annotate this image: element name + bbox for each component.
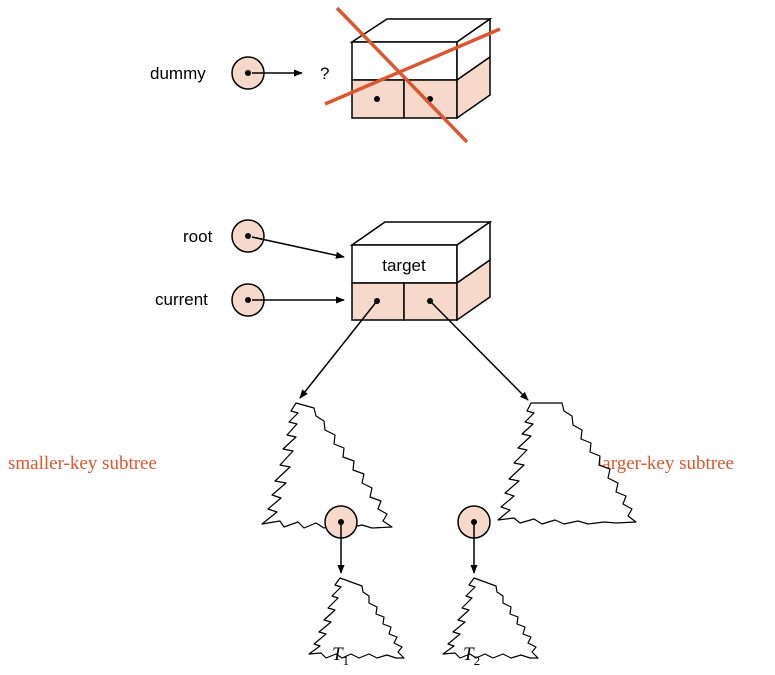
dummy-pointer-dot	[245, 70, 251, 76]
smaller-key-subtree-label: smaller-key subtree	[8, 453, 157, 474]
target-node-key-cell	[351, 244, 458, 284]
dummy-label: dummy	[150, 64, 206, 83]
t2-subtree-shape	[442, 577, 539, 659]
root-pointer-dot	[245, 233, 251, 239]
cross-out-line-2	[324, 27, 501, 106]
t1-subtree-shape	[308, 577, 405, 659]
root-arrow	[251, 236, 345, 259]
current-pointer-dot	[245, 297, 251, 303]
cross-out-line-1	[335, 6, 469, 144]
dummy-node-box	[324, 6, 501, 144]
target-label: target	[382, 256, 426, 275]
smaller-key-subtree-shape	[261, 402, 393, 529]
left-child-arrow	[299, 300, 378, 399]
larger-key-subtree-shape	[497, 402, 637, 525]
t1-label: T1	[332, 644, 349, 668]
target-node-side-lower	[456, 258, 491, 322]
current-pointer-group: current	[155, 283, 345, 317]
dummy-node-key-cell	[351, 41, 458, 81]
target-node-box: target	[299, 220, 529, 401]
dummy-node-side-lower	[456, 55, 491, 120]
root-pointer-group: root	[183, 219, 345, 259]
root-label: root	[183, 227, 213, 246]
dummy-left-dot	[374, 96, 380, 102]
target-node-left-cell	[351, 282, 405, 321]
t2-label: T2	[463, 644, 480, 668]
right-subtree-pointer-dot	[471, 519, 477, 525]
question-mark: ?	[320, 64, 329, 83]
dummy-pointer-group: dummy ?	[150, 56, 329, 90]
left-subtree-pointer-dot	[338, 519, 344, 525]
current-label: current	[155, 290, 208, 309]
larger-key-subtree-label: larger-key subtree	[597, 453, 734, 474]
right-child-arrow	[429, 300, 529, 401]
